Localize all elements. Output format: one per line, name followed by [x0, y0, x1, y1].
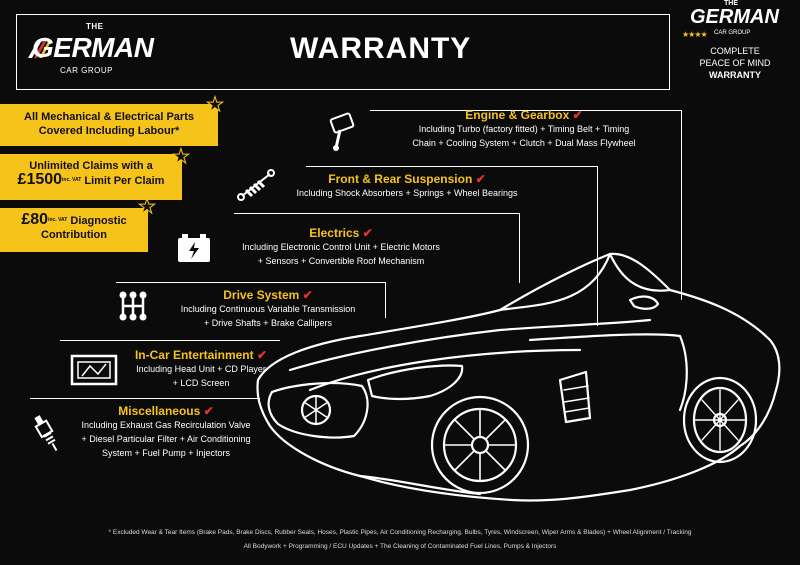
drive-title: Drive System: [223, 288, 300, 302]
footnote-line2: All Bodywork + Programming / ECU Updates…: [243, 543, 557, 550]
labour-text: All Mechanical & Electrical Parts Covere…: [24, 111, 194, 137]
shock-absorber-icon: [237, 169, 275, 201]
electrics-title: Electrics: [309, 226, 360, 240]
diag-sup: inc. VAT: [48, 217, 68, 223]
section-electrics: Electrics ✔ Including Electronic Control…: [228, 226, 454, 268]
badge-line2: PEACE OF MIND: [699, 58, 771, 68]
connector-engine: [370, 110, 682, 111]
section-suspension: Front & Rear Suspension ✔ Including Shoc…: [284, 172, 530, 200]
connector-drive-v: [385, 282, 386, 318]
badge-german: GERMAN: [690, 6, 779, 28]
connector-misc: [30, 398, 260, 399]
connector-ice: [60, 340, 280, 341]
logo-the: THE: [86, 22, 104, 31]
piston-icon: [329, 112, 355, 151]
section-misc: Miscellaneous ✔ Including Exhaust Gas Re…: [66, 404, 266, 460]
engine-title: Engine & Gearbox: [465, 108, 570, 122]
claims-line1: Unlimited Claims with a: [29, 160, 153, 172]
electrics-line2: + Sensors + Convertible Roof Mechanism: [257, 256, 425, 266]
gear-shift-icon: [119, 291, 147, 321]
badge-stars-icon: ★★★★: [682, 30, 708, 39]
star-icon: ★: [138, 196, 157, 219]
diagnostic-highlight: £80inc. VAT Diagnostic Contribution: [0, 208, 148, 252]
suspension-title: Front & Rear Suspension: [328, 172, 473, 186]
badge-group: CAR GROUP: [714, 30, 751, 36]
logo-group: CAR GROUP: [60, 66, 113, 75]
head-unit-icon: [70, 354, 118, 386]
diag-text: Diagnostic: [70, 215, 127, 227]
check-icon: ✔: [572, 108, 583, 122]
badge-the: THE: [724, 0, 738, 7]
electrics-line1: Including Electronic Control Unit + Elec…: [242, 242, 440, 252]
star-icon: ★: [172, 146, 191, 169]
connector-engine-v: [681, 110, 682, 300]
ice-title: In-Car Entertainment: [134, 348, 254, 362]
misc-line3: System + Fuel Pump + Injectors: [101, 448, 231, 458]
diag-line2: Contribution: [41, 229, 107, 241]
misc-line2: + Diesel Particular Filter + Air Conditi…: [81, 434, 251, 444]
check-icon: ✔: [256, 348, 268, 362]
convertible-car-illustration: [256, 252, 781, 502]
logo-german: GERMAN: [32, 32, 154, 63]
star-icon: ★: [206, 94, 225, 117]
misc-line1: Including Exhaust Gas Recirculation Valv…: [81, 420, 251, 430]
check-icon: ✔: [203, 404, 214, 418]
spark-plug-icon: [34, 415, 58, 451]
claims-sup: inc. VAT: [62, 177, 82, 183]
connector-electrics-v: [519, 213, 520, 283]
engine-line2: Chain + Cooling System + Clutch + Dual M…: [412, 138, 636, 148]
drive-line1: Including Continuous Variable Transmissi…: [180, 304, 356, 314]
section-drive: Drive System ✔ Including Continuous Vari…: [166, 288, 370, 330]
badge-line1: COMPLETE: [710, 46, 760, 56]
check-icon: ✔: [362, 226, 373, 240]
claims-line2: Limit Per Claim: [84, 175, 165, 187]
section-engine: Engine & Gearbox ✔ Including Turbo (fact…: [366, 108, 682, 150]
suspension-line1: Including Shock Absorbers + Springs + Wh…: [296, 188, 518, 198]
connector-drive: [116, 282, 386, 283]
logo-stripes-icon: [28, 40, 52, 58]
section-ice: In-Car Entertainment ✔ Including Head Un…: [126, 348, 276, 390]
warranty-badge: THE GERMAN ★★★★ CAR GROUP COMPLETE PEACE…: [678, 0, 792, 96]
claims-amount: £1500: [17, 171, 63, 188]
ice-line2: + LCD Screen: [172, 378, 230, 388]
page-title: WARRANTY: [290, 32, 472, 65]
check-icon: ✔: [475, 172, 486, 186]
misc-title: Miscellaneous: [118, 404, 201, 418]
connector-suspension-v: [597, 166, 598, 326]
header-frame: [16, 14, 670, 90]
claims-highlight: Unlimited Claims with a £1500inc. VAT Li…: [0, 154, 182, 200]
connector-electrics: [234, 213, 520, 214]
labour-highlight: All Mechanical & Electrical Parts Covere…: [0, 104, 218, 146]
diag-amount: £80: [21, 211, 49, 228]
engine-line1: Including Turbo (factory fitted) + Timin…: [418, 124, 630, 134]
footnote-line1: * Excluded Wear & Tear Items (Brake Pads…: [108, 529, 692, 536]
connector-suspension: [306, 166, 598, 167]
battery-icon: [178, 234, 210, 262]
drive-line2: + Drive Shafts + Brake Callipers: [203, 318, 333, 328]
ice-line1: Including Head Unit + CD Player: [136, 364, 266, 374]
badge-line3: WARRANTY: [709, 70, 761, 80]
check-icon: ✔: [302, 288, 313, 302]
logo: THE GERMAN CAR GROUP: [28, 22, 182, 82]
